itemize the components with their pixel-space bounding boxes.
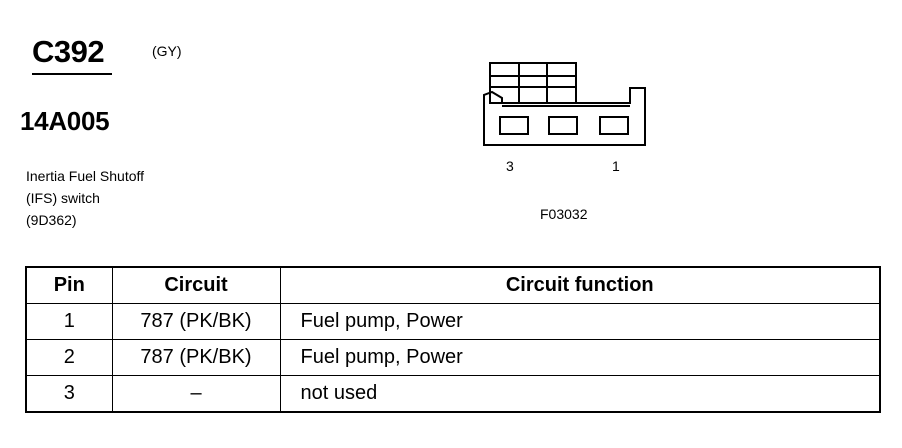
pin-label-3: 3 — [506, 158, 514, 174]
pin-label-1: 1 — [612, 158, 620, 174]
description-line: (IFS) switch — [26, 190, 100, 206]
cavity-1 — [599, 116, 629, 135]
header-circuit: Circuit — [111, 266, 281, 304]
table-row: 2 787 (PK/BK) Fuel pump, Power — [25, 339, 881, 376]
table-row: 1 787 (PK/BK) Fuel pump, Power — [25, 303, 881, 340]
function-cell: Fuel pump, Power — [279, 303, 881, 340]
circuit-cell: 787 (PK/BK) — [111, 339, 281, 376]
function-cell: not used — [279, 375, 881, 413]
latch-block — [489, 62, 577, 104]
housing-outline — [483, 87, 646, 146]
circuit-cell: 787 (PK/BK) — [111, 303, 281, 340]
table-row: 3 – not used — [25, 375, 881, 413]
cavity-3 — [499, 116, 529, 135]
description-line: Inertia Fuel Shutoff — [26, 168, 145, 184]
description-line: (9D362) — [26, 212, 77, 228]
connector-color: (GY) — [152, 43, 182, 59]
connector-id: C392 — [32, 34, 105, 69]
header-pin: Pin — [25, 266, 113, 304]
figure-code: F03032 — [540, 206, 588, 222]
function-cell: Fuel pump, Power — [279, 339, 881, 376]
header-circuit-function: Circuit function — [279, 266, 881, 304]
table-header-row: Pin Circuit Circuit function — [25, 266, 881, 304]
cavity-2 — [548, 116, 578, 135]
part-number: 14A005 — [20, 106, 110, 136]
circuit-cell: – — [111, 375, 281, 413]
pin-table: Pin Circuit Circuit function 1 787 (PK/B… — [25, 266, 881, 413]
pin-cell: 1 — [25, 303, 113, 340]
pin-cell: 3 — [25, 375, 113, 413]
pin-cell: 2 — [25, 339, 113, 376]
connector-face-diagram — [483, 62, 646, 146]
connector-id-underline — [32, 73, 112, 75]
